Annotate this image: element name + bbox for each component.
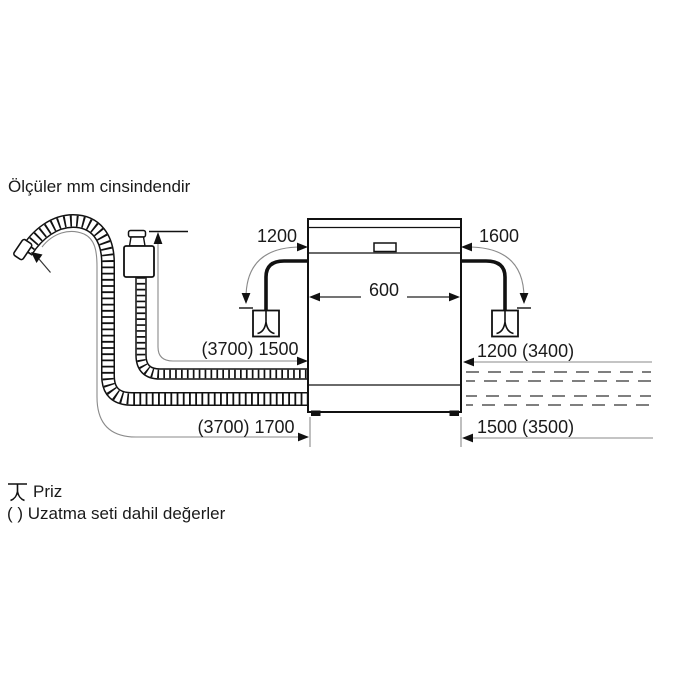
legend-socket-label: Priz xyxy=(33,482,62,501)
arrowhead-left-cable-at-socket xyxy=(241,293,251,304)
socket-icon xyxy=(8,483,27,502)
arrowhead-right-drain xyxy=(462,433,473,443)
dim-label-right-drain: 1500 (3500) xyxy=(477,417,574,437)
arrowhead-width-left xyxy=(309,292,320,302)
flow-arrow-icon xyxy=(31,252,51,273)
arrowhead-supply-at-tap xyxy=(153,232,163,244)
dim-line-supply-hose xyxy=(157,244,301,362)
dim-label-right-cable: 1600 xyxy=(479,226,519,246)
legend-brackets-label: ( ) Uzatma seti dahil değerler xyxy=(7,504,226,523)
aquastop-valve xyxy=(123,229,155,278)
valve-body xyxy=(123,245,155,278)
right-foot xyxy=(449,410,459,416)
supply-hose xyxy=(135,277,310,380)
arrowhead-right-cable-at-socket xyxy=(519,293,529,304)
power-cables xyxy=(264,259,507,311)
right-dashed-hoses xyxy=(466,371,651,406)
dim-lines xyxy=(41,230,653,447)
dim-line-right-cable xyxy=(467,246,525,299)
dim-label-left-cable: 1200 xyxy=(257,226,297,246)
arrowhead-supply-at-cabinet xyxy=(297,356,308,366)
left-socket xyxy=(252,309,280,338)
supply-hose-ribs xyxy=(136,277,310,379)
dim-line-left-cable xyxy=(245,246,302,299)
dim-line-drain-hose xyxy=(41,230,302,438)
supply-hose-body xyxy=(136,277,310,379)
dim-label-right-supply: 1200 (3400) xyxy=(477,341,574,361)
legend: Priz ( ) Uzatma seti dahil değerler xyxy=(7,482,226,523)
right-socket xyxy=(491,309,519,338)
units-note: Ölçüler mm cinsindendir xyxy=(8,177,191,196)
dim-label-width: 600 xyxy=(369,280,399,300)
arrowhead-left-cable-at-cabinet xyxy=(297,242,308,252)
flow-arrowhead xyxy=(31,252,43,263)
dim-label-drain-hose: (3700) 1700 xyxy=(197,417,294,437)
right-power-cable xyxy=(460,259,507,311)
dim-label-supply-hose: (3700) 1500 xyxy=(201,339,298,359)
left-foot xyxy=(311,410,321,416)
supply-hose-outline xyxy=(135,277,310,380)
left-power-cable xyxy=(264,259,309,311)
flow-arrow-tail xyxy=(38,258,51,273)
tap-cap xyxy=(127,229,147,238)
drain-hose xyxy=(20,213,310,406)
drain-hose-spout xyxy=(13,238,33,261)
drain-hose-ribs xyxy=(21,215,310,405)
spout-sleeve xyxy=(13,238,33,261)
arrowhead-right-supply xyxy=(463,357,474,367)
arrowhead-drain-at-cabinet xyxy=(298,432,309,442)
door-handle xyxy=(373,242,397,253)
socket-icon-prongs xyxy=(10,484,25,502)
dishwasher xyxy=(307,218,462,416)
tap-collar xyxy=(128,236,146,247)
arrowheads xyxy=(153,232,529,443)
arrowhead-width-right xyxy=(449,292,460,302)
arrowhead-right-cable-at-cabinet xyxy=(461,242,472,252)
